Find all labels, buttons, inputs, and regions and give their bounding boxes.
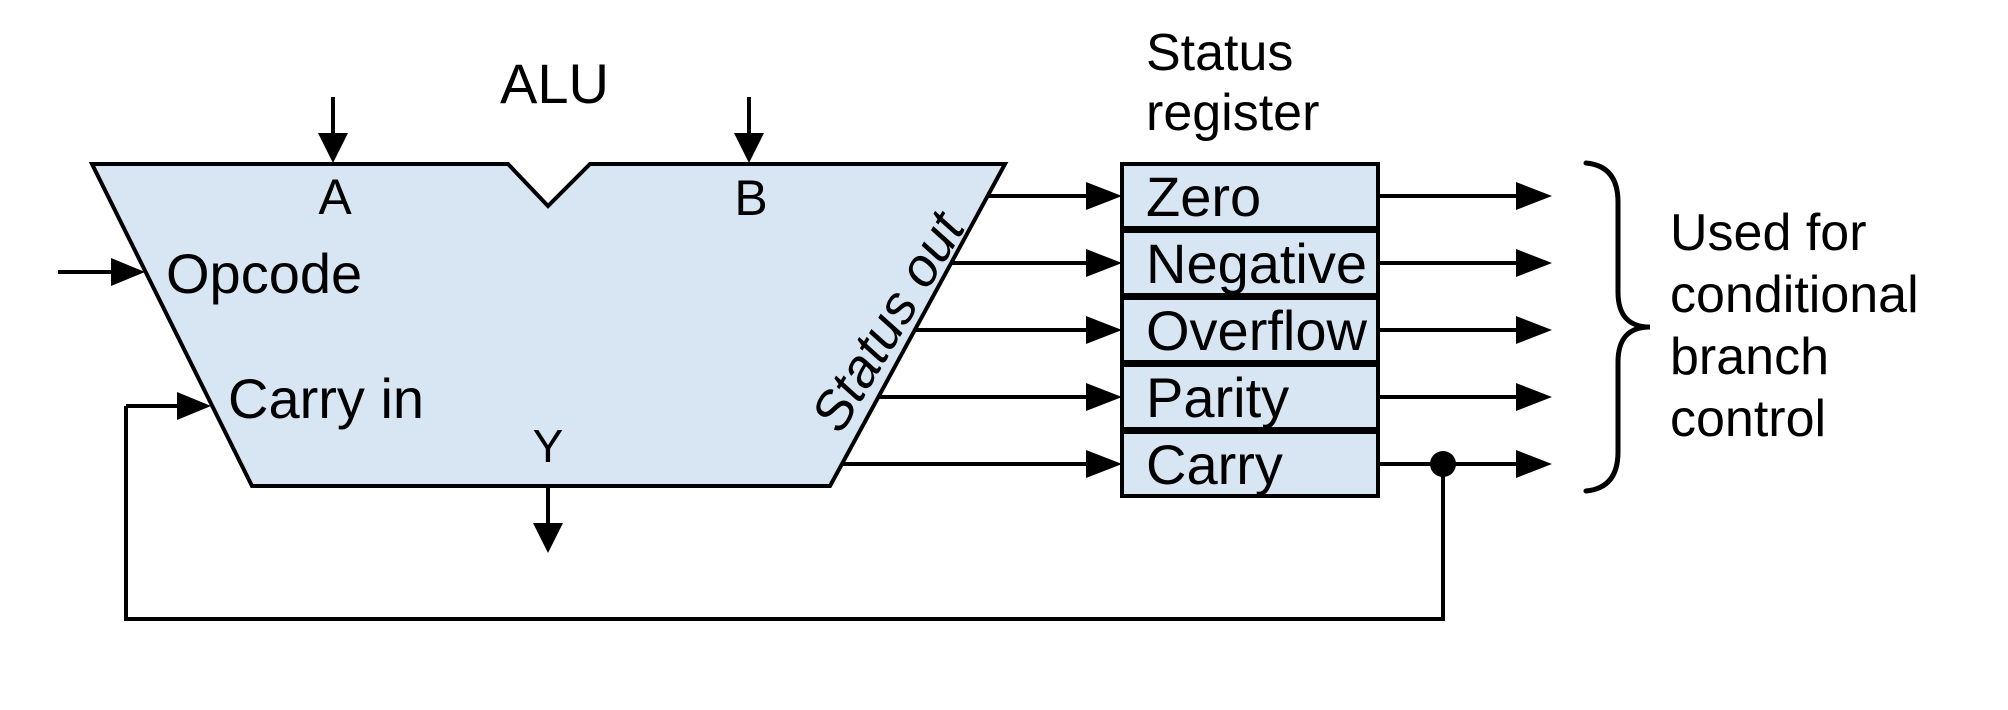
- output-arrowhead-negative: [1516, 249, 1552, 277]
- flag-label-overflow: Overflow: [1146, 298, 1367, 362]
- register-arrowhead-negative: [1086, 249, 1122, 277]
- input-arrow-b-head: [734, 133, 764, 163]
- register-output-arrowheads: [1516, 182, 1552, 478]
- register-box-parity: [1120, 363, 1380, 431]
- opcode-arrow-head: [111, 258, 145, 286]
- status-register-boxes: [1120, 162, 1380, 498]
- carry-junction-dot: [1430, 451, 1456, 477]
- output-arrowhead-parity: [1516, 383, 1552, 411]
- status-out-lines: [834, 194, 1090, 466]
- register-arrowhead-zero: [1086, 182, 1122, 210]
- input-arrow-a: [318, 97, 348, 163]
- carry-in-arrow: [126, 392, 211, 420]
- note-line3: branch: [1670, 328, 1829, 386]
- status-register-title: Status register: [1146, 23, 1319, 143]
- alu-carry-in-label: Carry in: [228, 367, 425, 430]
- alu-output-y-label: Y: [532, 420, 564, 472]
- alu-body: [88, 162, 1009, 488]
- output-arrowhead-overflow: [1516, 316, 1552, 344]
- register-output-lines: [1378, 194, 1518, 466]
- alu-title: ALU: [500, 52, 609, 115]
- output-arrowhead-zero: [1516, 182, 1552, 210]
- note-line2: conditional: [1670, 266, 1919, 324]
- register-arrowhead-carry: [1086, 450, 1122, 478]
- alu-opcode-label: Opcode: [166, 242, 363, 305]
- note-line1: Used for: [1670, 204, 1867, 262]
- opcode-arrow: [58, 258, 145, 286]
- conditional-branch-note: Used for conditional branch control: [1670, 202, 1919, 450]
- output-arrow-y-head: [533, 523, 563, 553]
- alu-port-b-label: B: [734, 170, 768, 226]
- flag-label-zero: Zero: [1146, 164, 1262, 228]
- carry-feedback-line: [124, 406, 1445, 621]
- conditional-branch-brace: [1583, 160, 1651, 494]
- output-arrow-y: [533, 486, 563, 553]
- input-arrow-a-head: [318, 133, 348, 163]
- flag-label-carry: Carry: [1146, 432, 1283, 496]
- input-arrow-b: [734, 97, 764, 163]
- output-arrowhead-carry: [1516, 450, 1552, 478]
- flag-label-parity: Parity: [1146, 365, 1290, 429]
- register-arrowhead-parity: [1086, 383, 1122, 411]
- register-arrowhead-overflow: [1086, 316, 1122, 344]
- register-input-arrowheads: [1086, 182, 1122, 478]
- flag-label-negative: Negative: [1146, 231, 1368, 295]
- register-box-carry: [1120, 430, 1380, 498]
- note-line4: control: [1670, 390, 1827, 448]
- carry-in-arrow-head: [177, 392, 211, 420]
- status-register-title-line2: register: [1146, 84, 1320, 142]
- alu-port-a-label: A: [318, 169, 352, 225]
- status-register-title-line1: Status: [1146, 24, 1294, 82]
